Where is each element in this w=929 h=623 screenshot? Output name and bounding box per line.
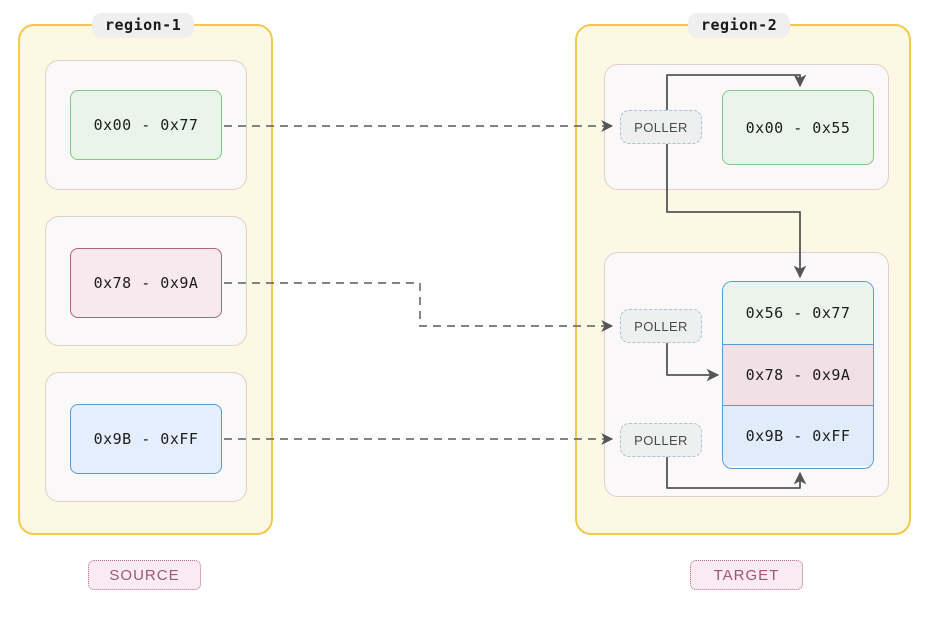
source-block-0[interactable]: 0x00 - 0x77 <box>70 90 222 160</box>
legend-target: TARGET <box>690 560 803 590</box>
target-block-3[interactable]: 0x9B - 0xFF <box>723 406 873 466</box>
poller-low[interactable]: POLLER <box>620 423 702 457</box>
target-block-2[interactable]: 0x78 - 0x9A <box>723 344 873 406</box>
legend-source: SOURCE <box>88 560 201 590</box>
source-block-1[interactable]: 0x78 - 0x9A <box>70 248 222 318</box>
region-1-label: region-1 <box>92 13 195 38</box>
link-src1-to-poller-mid <box>224 282 614 332</box>
poller-top[interactable]: POLLER <box>620 110 702 144</box>
poller-mid[interactable]: POLLER <box>620 309 702 343</box>
target-block-1[interactable]: 0x56 - 0x77 <box>723 282 873 344</box>
target-block-0[interactable]: 0x00 - 0x55 <box>722 90 874 165</box>
region-2-label: region-2 <box>688 13 791 38</box>
target-stack: 0x56 - 0x77 0x78 - 0x9A 0x9B - 0xFF <box>722 281 874 469</box>
source-block-2[interactable]: 0x9B - 0xFF <box>70 404 222 474</box>
